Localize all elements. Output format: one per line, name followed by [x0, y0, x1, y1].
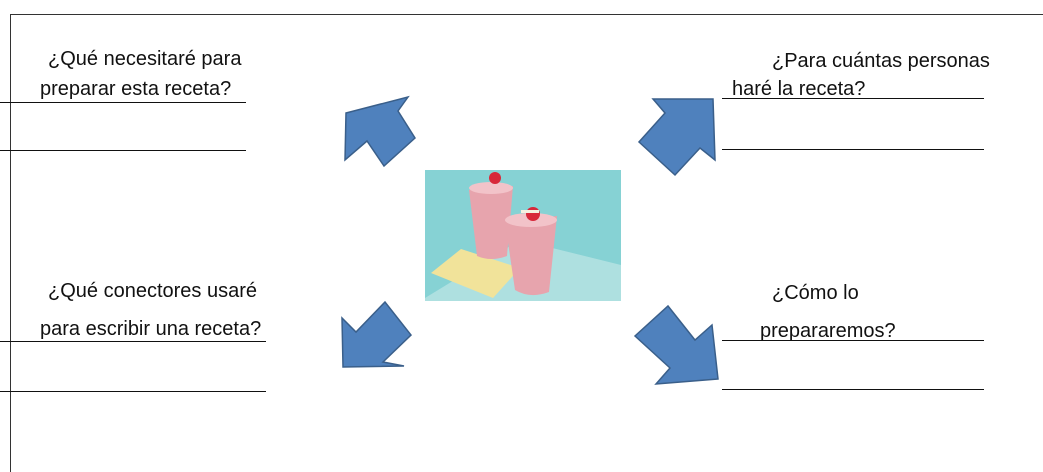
- question-bottom-right-line-2: prepararemos?: [760, 320, 896, 342]
- front-glass-shape: [505, 216, 557, 296]
- back-glass-rim: [469, 182, 513, 194]
- answer-line-top-right-1[interactable]: [722, 98, 984, 99]
- answer-line-bottom-right-1[interactable]: [722, 340, 984, 341]
- smoothie-photo: [425, 170, 621, 301]
- question-bottom-left-line-1: ¿Qué conectores usaré: [48, 280, 257, 302]
- question-top-right-line-2: haré la receta?: [732, 78, 866, 100]
- answer-line-bottom-left-1[interactable]: [0, 341, 266, 342]
- arrow-down-right-icon: [633, 304, 719, 385]
- arrow-up-right-icon: [637, 98, 716, 177]
- skewer: [521, 210, 539, 213]
- answer-line-top-left-1[interactable]: [0, 102, 246, 103]
- question-bottom-left-line-2: para escribir una receta?: [40, 318, 262, 340]
- question-top-left-line-1: ¿Qué necesitaré para: [48, 48, 242, 70]
- napkin-shape: [431, 249, 520, 298]
- question-top-left-line-2: preparar esta receta?: [40, 78, 232, 100]
- page-frame-left: [10, 14, 11, 472]
- arrow-up-left-icon: [344, 95, 416, 168]
- question-bottom-right-line-1: ¿Cómo lo: [772, 282, 859, 304]
- back-strawberry: [489, 172, 501, 184]
- question-top-right-line-1: ¿Para cuántas personas: [772, 50, 990, 72]
- back-glass-shape: [469, 186, 513, 259]
- answer-line-top-right-2[interactable]: [722, 149, 984, 150]
- page-frame-top: [10, 14, 1043, 15]
- arrow-down-left-icon: [341, 300, 413, 368]
- front-strawberry: [526, 207, 540, 221]
- answer-line-top-left-2[interactable]: [0, 150, 246, 151]
- answer-line-bottom-right-2[interactable]: [722, 389, 984, 390]
- answer-line-bottom-left-2[interactable]: [0, 391, 266, 392]
